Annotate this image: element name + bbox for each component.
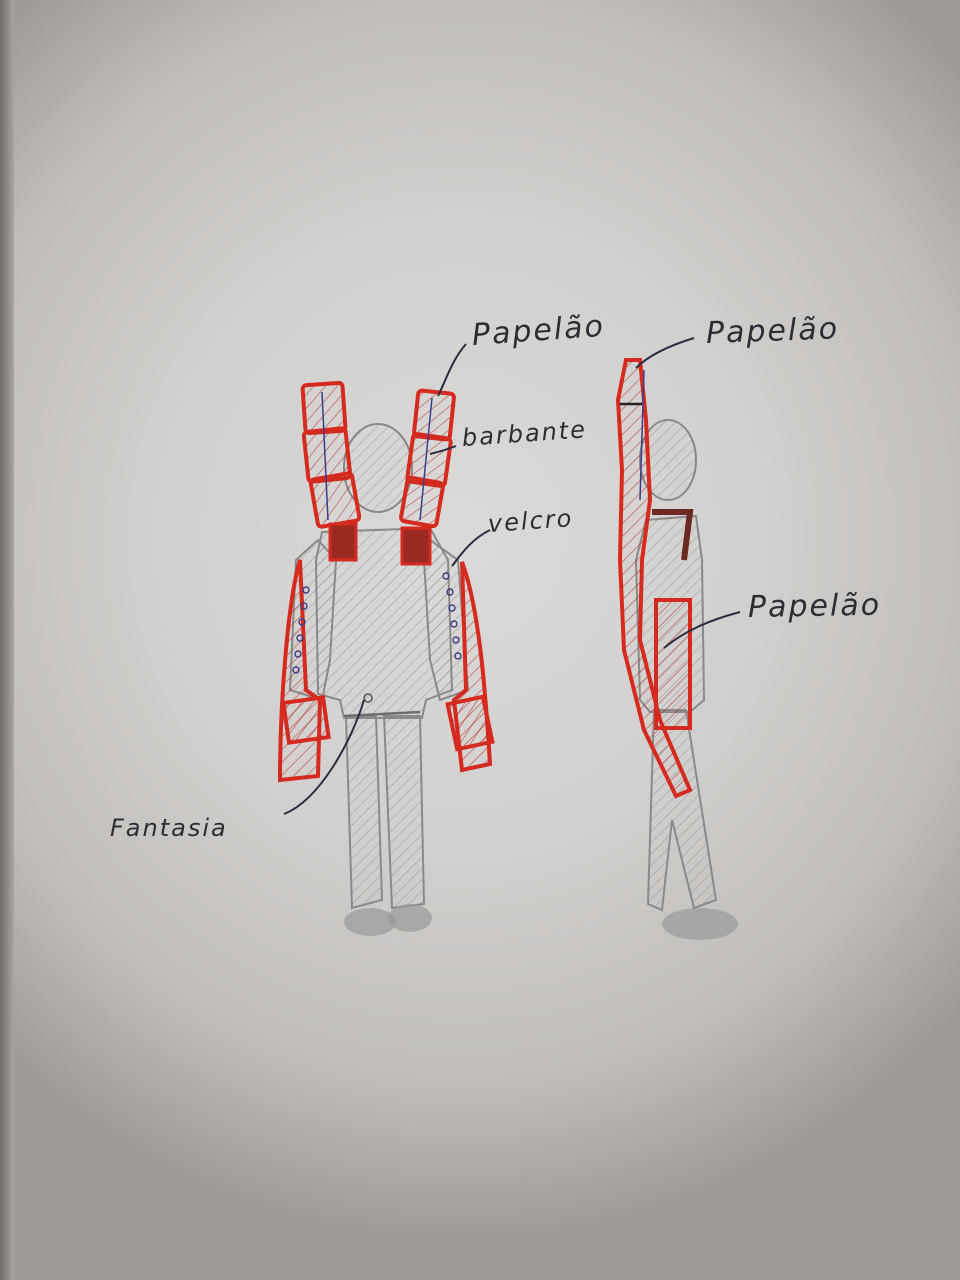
label-papelao-side-mid: Papelão xyxy=(748,588,882,625)
label-velcro: velcro xyxy=(487,504,574,538)
front-figure xyxy=(280,383,492,936)
front-left-wing xyxy=(302,383,359,560)
front-right-wing xyxy=(400,390,454,564)
label-fantasia: Fantasia xyxy=(110,814,228,842)
side-figure xyxy=(618,360,738,940)
label-papelao-side-top: Papelão xyxy=(705,311,839,351)
